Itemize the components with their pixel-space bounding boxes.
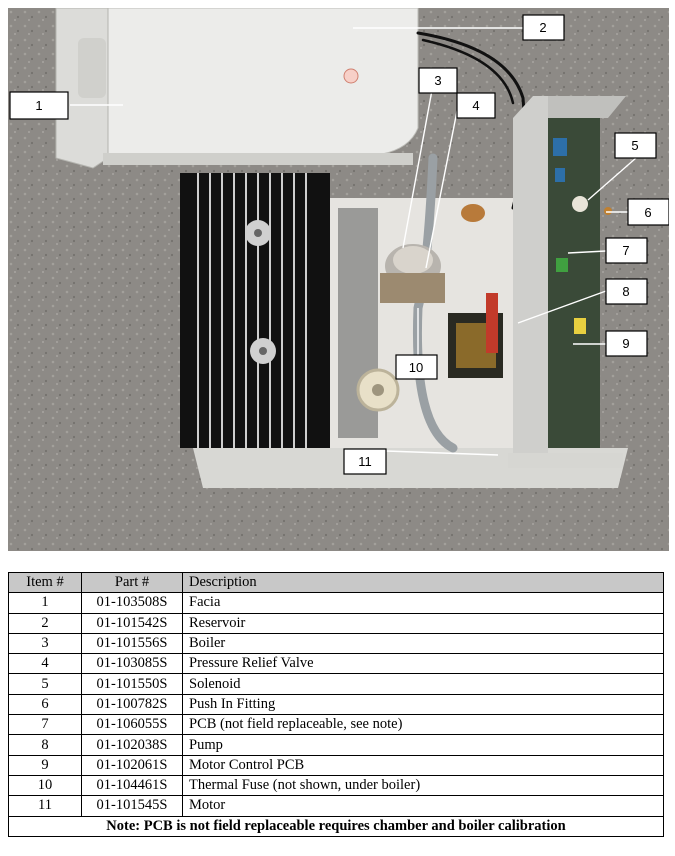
svg-text:10: 10 [409, 360, 423, 375]
svg-text:4: 4 [472, 98, 479, 113]
part-description: Reservoir [182, 612, 664, 634]
part-description: Facia [182, 592, 664, 614]
part-number: 01-101545S [81, 795, 183, 817]
item-number: 3 [8, 632, 82, 655]
motor-gear [356, 368, 400, 412]
item-number: 2 [8, 612, 82, 634]
reservoir [55, 8, 419, 169]
part-number: 01-103085S [81, 653, 183, 675]
svg-text:11: 11 [358, 454, 372, 469]
svg-text:1: 1 [35, 98, 42, 113]
boiler [380, 204, 485, 303]
callout-10: 10 [395, 354, 438, 380]
pump [448, 293, 503, 378]
pcb-bracket [508, 96, 626, 468]
svg-text:7: 7 [622, 243, 629, 258]
part-number: 01-100782S [81, 693, 183, 716]
part-number: 01-102061S [81, 754, 183, 776]
callout-9: 9 [605, 330, 648, 357]
part-description: Boiler [182, 632, 664, 655]
part-number: 01-106055S [81, 714, 183, 736]
part-number: 01-101556S [81, 632, 183, 655]
svg-text:8: 8 [622, 284, 629, 299]
header-item: Item # [8, 571, 82, 594]
item-number: 7 [8, 714, 82, 736]
part-number: 01-103508S [81, 592, 183, 614]
item-number: 9 [8, 754, 82, 776]
item-number: 4 [8, 653, 82, 675]
callout-3: 3 [418, 67, 458, 94]
part-description: Motor [182, 795, 664, 817]
table-header-row: Item # Part # Description [8, 571, 664, 594]
callout-1: 1 [9, 91, 69, 120]
unit-photo: 1 2 3 4 5 6 7 8 9 10 11 [8, 8, 669, 551]
item-number: 8 [8, 734, 82, 756]
part-description: Push In Fitting [182, 693, 664, 716]
table-note-row: Note: PCB is not field replaceable requi… [8, 815, 664, 837]
callout-4: 4 [456, 92, 496, 119]
item-number: 11 [8, 795, 82, 817]
callout-7: 7 [605, 237, 648, 264]
part-description: Solenoid [182, 673, 664, 695]
item-number: 1 [8, 592, 82, 614]
part-number: 01-102038S [81, 734, 183, 756]
item-number: 10 [8, 774, 82, 797]
callout-11: 11 [343, 448, 387, 475]
svg-text:6: 6 [644, 205, 651, 220]
svg-text:3: 3 [434, 73, 441, 88]
part-description: Motor Control PCB [182, 754, 664, 776]
part-number: 01-104461S [81, 774, 183, 797]
callout-2: 2 [522, 14, 565, 41]
svg-text:2: 2 [539, 20, 546, 35]
item-number: 5 [8, 673, 82, 695]
svg-text:5: 5 [631, 138, 638, 153]
callout-leaders [70, 27, 637, 456]
header-part: Part # [81, 571, 183, 594]
item-number: 6 [8, 693, 82, 716]
callout-8: 8 [605, 278, 648, 305]
part-description: PCB (not field replaceable, see note) [182, 714, 664, 736]
machine-chassis [180, 173, 628, 488]
part-description: Pressure Relief Valve [182, 653, 664, 675]
svg-text:9: 9 [622, 336, 629, 351]
part-description: Pump [182, 734, 664, 756]
callout-6: 6 [627, 198, 669, 226]
callout-5: 5 [614, 132, 657, 159]
part-number: 01-101550S [81, 673, 183, 695]
header-description: Description [182, 571, 664, 594]
part-description: Thermal Fuse (not shown, under boiler) [182, 774, 664, 797]
part-number: 01-101542S [81, 612, 183, 634]
calibration-note: Note: PCB is not field replaceable requi… [8, 815, 664, 837]
